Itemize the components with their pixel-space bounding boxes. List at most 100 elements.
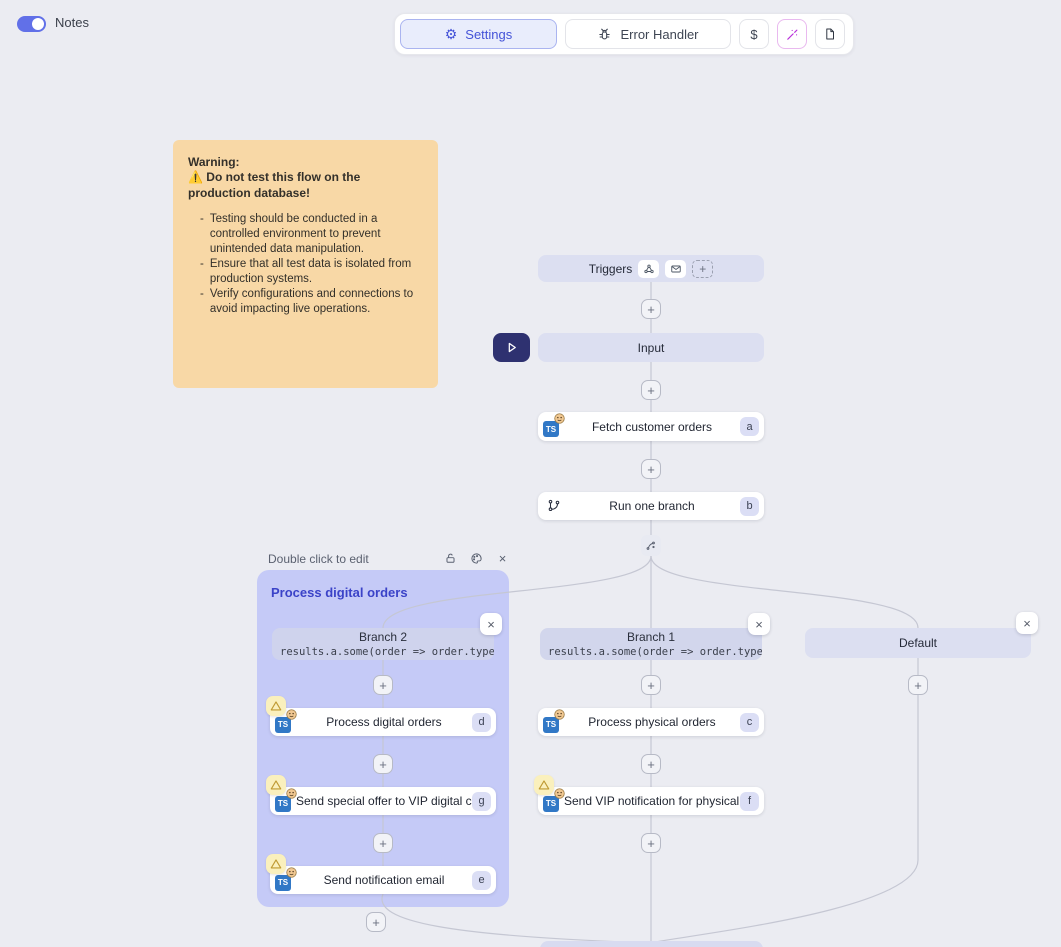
warning-badge-icon[interactable] xyxy=(534,775,554,795)
note-bullet: -Testing should be conducted in a contro… xyxy=(200,212,423,257)
add-step-button[interactable]: + xyxy=(908,675,928,695)
node-key-badge: g xyxy=(472,792,491,811)
warning-badge-icon[interactable] xyxy=(266,696,286,716)
error-handler-button[interactable]: Error Handler xyxy=(565,19,731,49)
node-label: Send special offer to VIP digital c... xyxy=(296,794,472,808)
group-edit-hint: Double click to edit xyxy=(268,552,369,566)
note-alert: ⚠️ Do not test this flow on the producti… xyxy=(188,170,423,201)
default-branch-label: Default xyxy=(899,636,937,650)
branch1-node[interactable]: Branch 1 results.a.some(order => order.t… xyxy=(540,628,762,660)
agent-face-icon xyxy=(554,709,565,720)
typescript-icon: TS xyxy=(543,712,564,733)
node-run-one-branch[interactable]: Run one branch b xyxy=(538,492,764,520)
node-key-badge: b xyxy=(740,497,759,516)
node-send-special-offer[interactable]: TS Send special offer to VIP digital c..… xyxy=(270,787,496,815)
unlock-icon[interactable] xyxy=(443,551,458,566)
node-label: Process physical orders xyxy=(564,715,740,729)
branch2-title: Branch 2 xyxy=(280,630,486,645)
branch1-delete-button[interactable]: × xyxy=(748,613,770,635)
note-bullet: -Ensure that all test data is isolated f… xyxy=(200,257,423,287)
node-key-badge: f xyxy=(740,792,759,811)
triggers-label: Triggers xyxy=(589,262,633,276)
branch1-condition-code: results.a.some(order => order.type xyxy=(548,645,754,659)
warning-emoji-icon: ⚠️ xyxy=(188,170,203,184)
add-step-button[interactable]: + xyxy=(366,912,386,932)
default-branch-delete-button[interactable]: × xyxy=(1016,612,1038,634)
merge-node-partial[interactable] xyxy=(540,941,763,947)
node-label: Run one branch xyxy=(564,499,740,513)
magic-wand-icon xyxy=(785,27,800,42)
branch2-condition-code: results.a.some(order => order.type xyxy=(280,645,486,659)
add-step-button[interactable]: + xyxy=(641,380,661,400)
branch-icon xyxy=(543,499,564,513)
node-label: Send VIP notification for physical... xyxy=(564,794,740,808)
branch-split-icon[interactable] xyxy=(641,535,661,556)
node-key-badge: a xyxy=(740,417,759,436)
webhook-trigger-icon[interactable] xyxy=(638,260,659,278)
node-fetch-customer-orders[interactable]: TS Fetch customer orders a xyxy=(538,412,764,441)
node-process-physical-orders[interactable]: TS Process physical orders c xyxy=(538,708,764,736)
warning-note[interactable]: Warning: ⚠️ Do not test this flow on the… xyxy=(173,140,438,388)
group-close-icon[interactable]: × xyxy=(495,551,510,566)
node-key-badge: d xyxy=(472,713,491,732)
node-key-badge: e xyxy=(472,871,491,890)
add-step-button[interactable]: + xyxy=(641,754,661,774)
email-trigger-icon[interactable] xyxy=(665,260,686,278)
node-process-digital-orders[interactable]: TS Process digital orders d xyxy=(270,708,496,736)
node-key-badge: c xyxy=(740,713,759,732)
note-bullet-list: -Testing should be conducted in a contro… xyxy=(188,212,423,317)
run-flow-button[interactable] xyxy=(493,333,530,362)
node-label: Process digital orders xyxy=(296,715,472,729)
add-step-button[interactable]: + xyxy=(641,675,661,695)
default-branch-node[interactable]: Default xyxy=(805,628,1031,658)
note-title: Warning: xyxy=(188,154,423,170)
add-step-button[interactable]: + xyxy=(641,459,661,479)
bug-icon xyxy=(597,27,612,42)
add-step-button[interactable]: + xyxy=(373,675,393,695)
toggle-knob xyxy=(32,18,44,30)
typescript-icon: TS xyxy=(543,416,564,437)
input-node[interactable]: Input xyxy=(538,333,764,362)
top-toolbar: ⚙ Settings Error Handler $ xyxy=(394,13,854,55)
add-step-button[interactable]: + xyxy=(373,833,393,853)
dollar-button[interactable]: $ xyxy=(739,19,769,49)
dollar-icon: $ xyxy=(750,27,757,42)
agent-face-icon xyxy=(286,709,297,720)
node-label: Fetch customer orders xyxy=(564,420,740,434)
agent-face-icon xyxy=(554,788,565,799)
agent-face-icon xyxy=(554,413,565,424)
note-bullet: -Verify configurations and connections t… xyxy=(200,287,423,317)
agent-face-icon xyxy=(286,788,297,799)
node-label: Send notification email xyxy=(296,873,472,887)
input-label: Input xyxy=(638,341,665,355)
add-step-button[interactable]: + xyxy=(373,754,393,774)
branch2-delete-button[interactable]: × xyxy=(480,613,502,635)
node-send-vip-notification[interactable]: TS Send VIP notification for physical...… xyxy=(538,787,764,815)
triggers-node[interactable]: Triggers + xyxy=(538,255,764,282)
group-toolbar: × xyxy=(443,551,510,566)
document-icon xyxy=(823,27,837,41)
notes-toggle[interactable] xyxy=(17,16,46,32)
settings-button[interactable]: ⚙ Settings xyxy=(400,19,557,49)
add-step-button[interactable]: + xyxy=(641,299,661,319)
node-send-notification-email[interactable]: TS Send notification email e xyxy=(270,866,496,894)
warning-badge-icon[interactable] xyxy=(266,854,286,874)
notes-label: Notes xyxy=(55,15,89,30)
add-step-button[interactable]: + xyxy=(641,833,661,853)
palette-icon[interactable] xyxy=(469,551,484,566)
plus-icon: + xyxy=(699,262,706,276)
magic-wand-button[interactable] xyxy=(777,19,807,49)
document-button[interactable] xyxy=(815,19,845,49)
play-icon xyxy=(504,340,519,355)
warning-badge-icon[interactable] xyxy=(266,775,286,795)
group-title: Process digital orders xyxy=(271,585,408,600)
agent-face-icon xyxy=(286,867,297,878)
branch1-title: Branch 1 xyxy=(548,630,754,645)
group-process-digital-orders[interactable] xyxy=(257,570,509,907)
branch2-node[interactable]: Branch 2 results.a.some(order => order.t… xyxy=(272,628,494,660)
gear-icon: ⚙ xyxy=(445,27,458,41)
error-handler-label: Error Handler xyxy=(620,27,698,42)
add-trigger-button[interactable]: + xyxy=(692,260,713,278)
